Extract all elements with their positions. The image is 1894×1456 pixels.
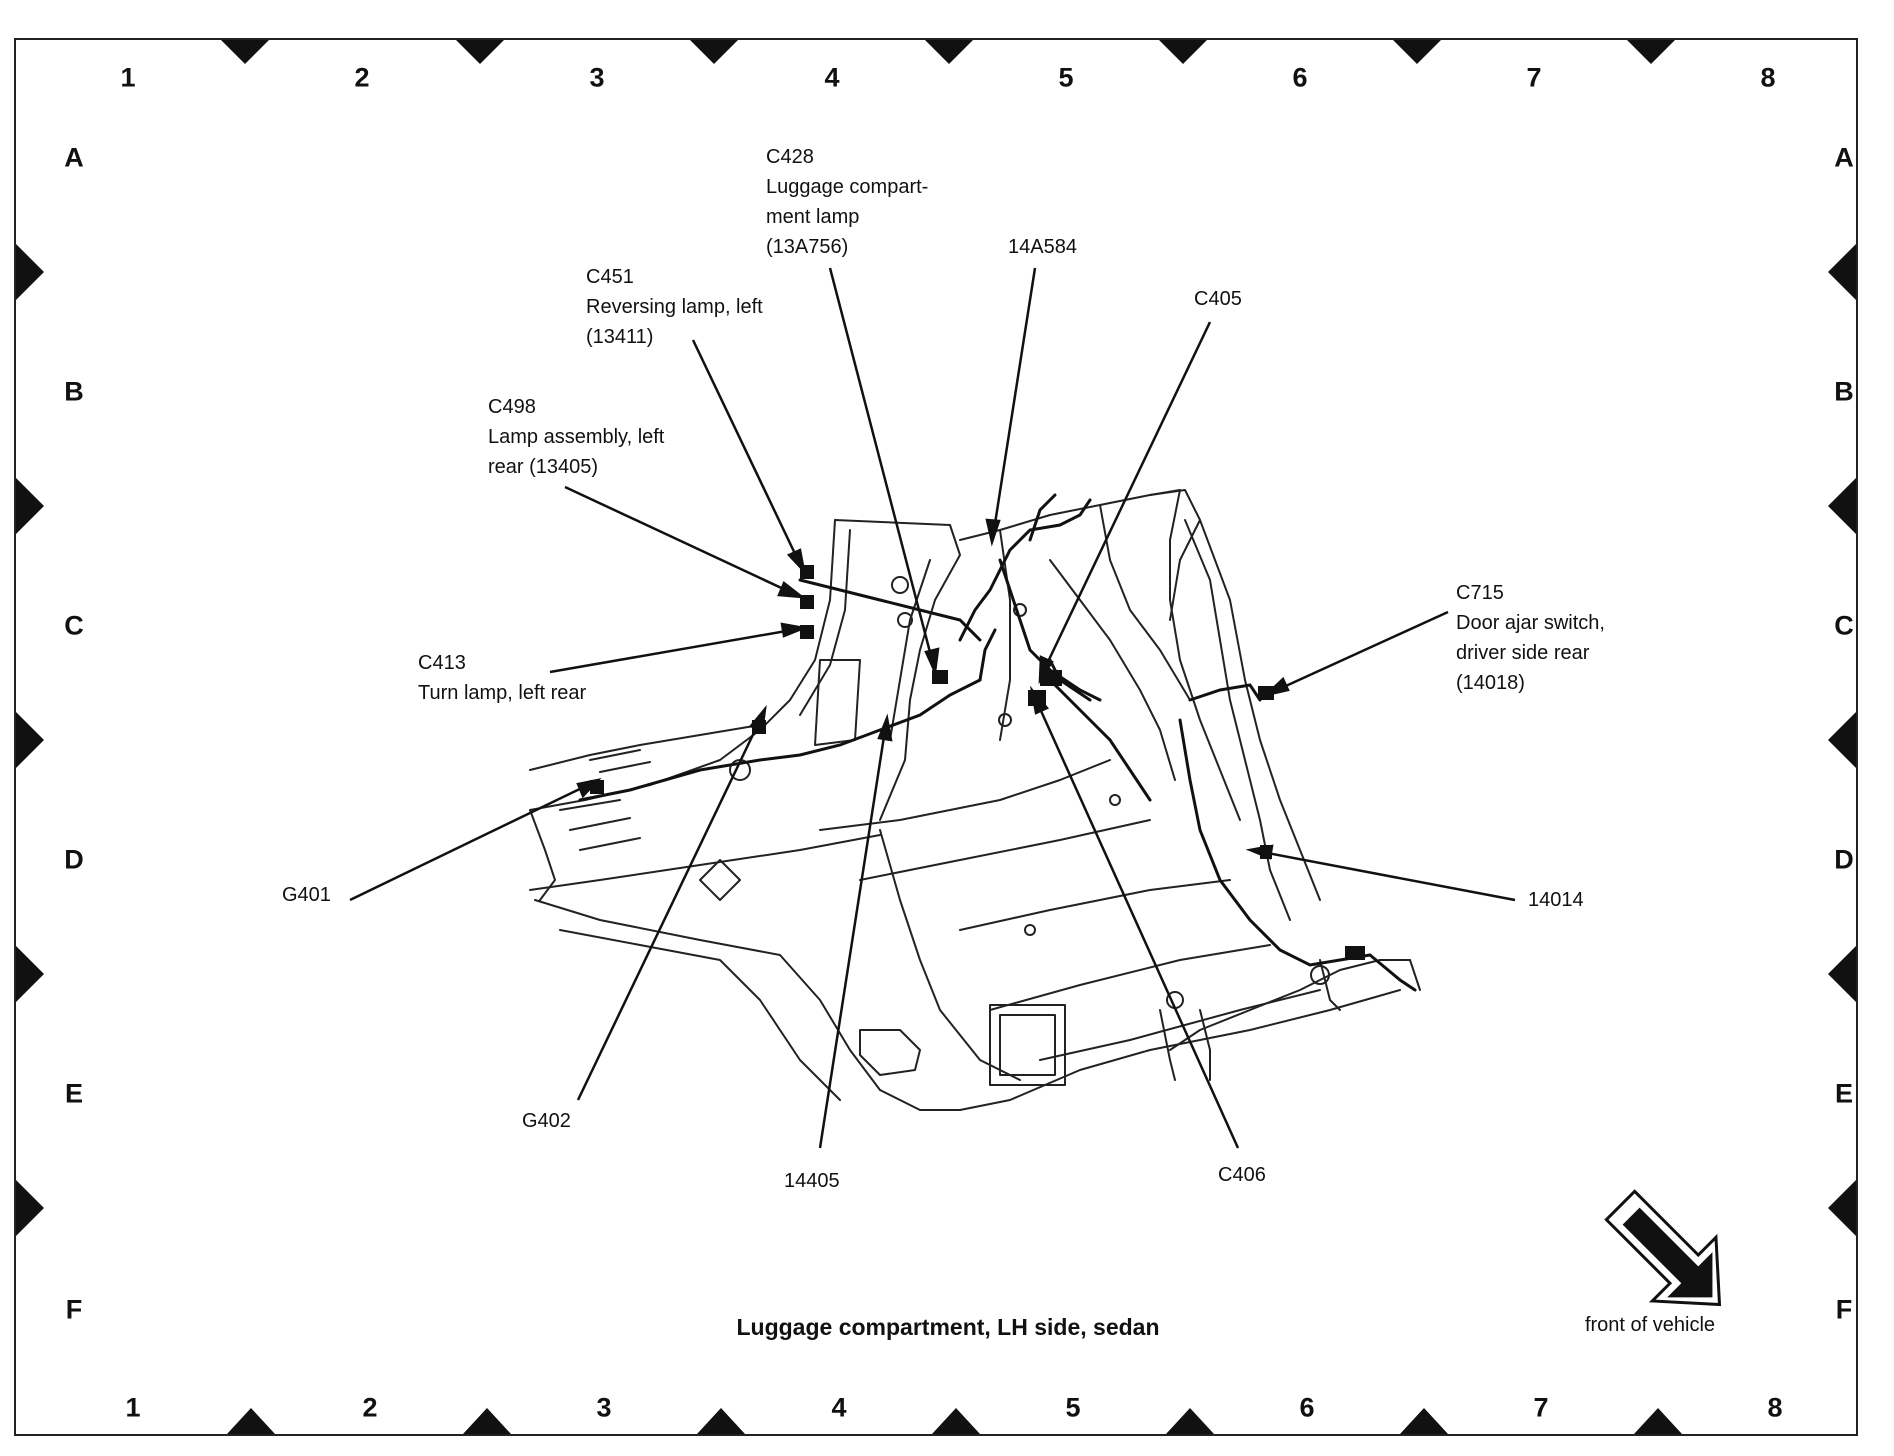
grid-marker-triangle — [932, 1408, 980, 1434]
callout-g401: G401 — [282, 884, 331, 906]
grid-row-label-left: F — [65, 1294, 83, 1325]
grid-marker-triangle — [16, 712, 44, 768]
grid-column-label-top: 4 — [824, 62, 840, 93]
grid-column-label-bottom: 2 — [362, 1392, 378, 1423]
grid-marker-triangle — [1634, 1408, 1682, 1434]
grid-column-label-bottom: 5 — [1065, 1392, 1081, 1423]
grid-marker-triangle — [16, 478, 44, 534]
connectors — [590, 565, 1365, 960]
grid-row-label-right: A — [1834, 142, 1854, 173]
callout-c406: C406 — [1218, 1164, 1266, 1186]
diagram-caption: Luggage compartment, LH side, sedan — [736, 1314, 1160, 1340]
grid-column-label-bottom: 4 — [831, 1392, 847, 1423]
grid-column-label-bottom: 7 — [1533, 1392, 1549, 1423]
callout-c405: C405 — [1194, 288, 1242, 310]
grid-marker-triangle — [697, 1408, 745, 1434]
grid-column-label-bottom: 3 — [596, 1392, 612, 1423]
grid-marker-triangle — [1828, 244, 1856, 300]
leader-lines — [349, 267, 1516, 1149]
grid-row-label-left: D — [64, 844, 84, 875]
grid-markers — [16, 40, 1856, 1434]
grid-marker-triangle — [1828, 1180, 1856, 1236]
grid-marker-triangle — [1400, 1408, 1448, 1434]
grid-marker-triangle — [1828, 946, 1856, 1002]
grid-column-label-top: 6 — [1292, 62, 1308, 93]
grid-marker-triangle — [16, 946, 44, 1002]
grid-column-label-bottom: 6 — [1299, 1392, 1315, 1423]
grid-marker-triangle — [1166, 1408, 1214, 1434]
grid-row-label-right: B — [1834, 376, 1854, 407]
grid-row-label-left: B — [64, 376, 84, 407]
grid-marker-triangle — [463, 1408, 511, 1434]
grid-column-label-bottom: 8 — [1767, 1392, 1783, 1423]
grid-column-label-top: 8 — [1760, 62, 1776, 93]
grid-marker-triangle — [221, 40, 269, 64]
grid-marker-triangle — [227, 1408, 275, 1434]
grid-row-label-right: F — [1835, 1294, 1853, 1325]
callout-g402: G402 — [522, 1110, 571, 1132]
grid-marker-triangle — [1393, 40, 1441, 64]
grid-marker-triangle — [456, 40, 504, 64]
grid-marker-triangle — [1159, 40, 1207, 64]
callout-14a584: 14A584 — [1008, 236, 1077, 258]
front-of-vehicle-label: front of vehicle — [1584, 1314, 1716, 1336]
wiring-harness — [578, 493, 1417, 992]
front-of-vehicle-arrow-icon — [1604, 1189, 1722, 1307]
grid-row-label-right: D — [1834, 844, 1854, 875]
grid-column-label-top: 2 — [354, 62, 370, 93]
grid-row-label-left: A — [64, 142, 84, 173]
grid-marker-triangle — [1828, 478, 1856, 534]
grid-marker-triangle — [925, 40, 973, 64]
grid-row-label-left: E — [64, 1078, 84, 1109]
callout-14405: 14405 — [784, 1170, 840, 1192]
grid-column-label-top: 1 — [120, 62, 136, 93]
grid-row-label-right: C — [1834, 610, 1854, 641]
grid-column-label-top: 7 — [1526, 62, 1542, 93]
grid-row-label-right: E — [1834, 1078, 1854, 1109]
grid-column-label-top: 5 — [1058, 62, 1074, 93]
callout-14014: 14014 — [1528, 889, 1584, 911]
vehicle-body-outline — [529, 489, 1421, 1111]
grid-column-label-bottom: 1 — [125, 1392, 141, 1423]
grid-column-label-top: 3 — [589, 62, 605, 93]
grid-marker-triangle — [16, 1180, 44, 1236]
grid-marker-triangle — [690, 40, 738, 64]
grid-marker-triangle — [16, 244, 44, 300]
diagram-frame — [14, 38, 1858, 1436]
grid-row-label-left: C — [64, 610, 84, 641]
grid-marker-triangle — [1627, 40, 1675, 64]
grid-marker-triangle — [1828, 712, 1856, 768]
